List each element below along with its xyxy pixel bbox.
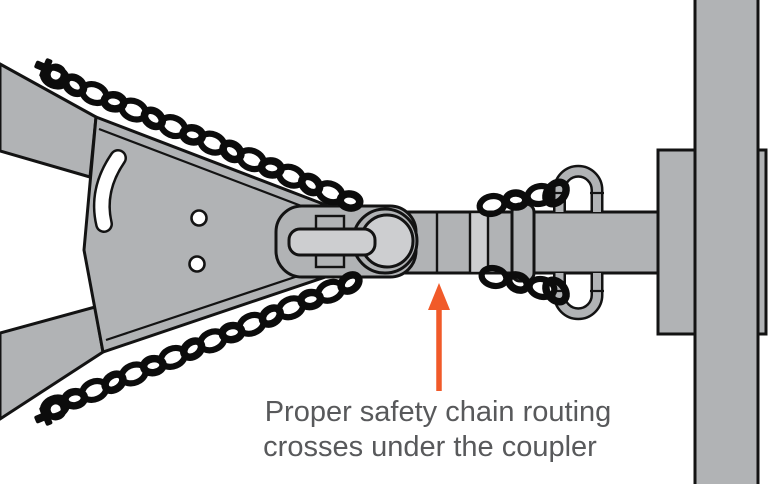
caption-line-2: crosses under the coupler [263, 431, 597, 463]
pointer-arrow [428, 283, 450, 391]
coupler [274, 204, 419, 279]
coupler-latch-handle [287, 227, 377, 257]
drawbar-light-segment [468, 210, 490, 275]
collar [510, 202, 536, 283]
safety-chains [39, 64, 570, 420]
safety-chain-loop-top [552, 164, 604, 212]
vehicle-frame-column [693, 0, 760, 484]
plate-hole-bottom [188, 255, 206, 273]
chain-anchor-top [34, 58, 67, 86]
plate-slot [92, 149, 127, 233]
caption: Proper safety chain routing crosses unde… [263, 396, 611, 463]
chain-anchor-bottom [34, 398, 67, 426]
caption-line-1: Proper safety chain routing [265, 396, 612, 428]
plate-hole-top [190, 209, 208, 227]
